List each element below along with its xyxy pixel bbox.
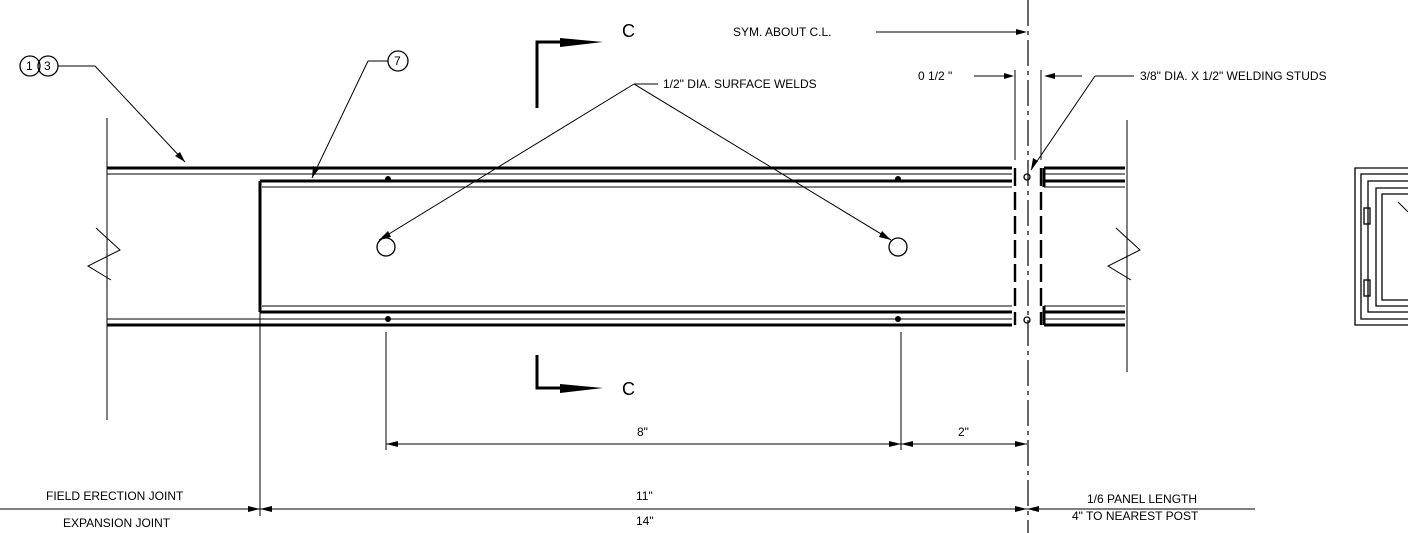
stud-top bbox=[1023, 173, 1031, 181]
gap-half-label: 0 1/2 " bbox=[918, 69, 952, 83]
surface-welds-label: 1/2" DIA. SURFACE WELDS bbox=[663, 77, 817, 91]
surface-weld-right bbox=[888, 237, 908, 257]
welding-studs-label: 3/8" DIA. X 1/2" WELDING STUDS bbox=[1140, 69, 1327, 83]
stud-bottom bbox=[1023, 316, 1031, 324]
dim-11-label: 11" bbox=[636, 489, 653, 503]
dim-2-label: 2" bbox=[958, 425, 969, 439]
section-cut-bottom bbox=[535, 355, 603, 393]
right-rail bbox=[1042, 120, 1128, 372]
section-letter-bottom: C bbox=[622, 379, 635, 399]
splice-sleeve bbox=[258, 179, 1012, 314]
expansion-joint-label: EXPANSION JOINT bbox=[63, 516, 171, 530]
flange-weld-dots bbox=[385, 176, 901, 322]
callout-7-number: 7 bbox=[394, 54, 401, 68]
left-rail bbox=[106, 118, 1012, 420]
section-letter-top: C bbox=[622, 21, 635, 41]
section-cut-top bbox=[535, 38, 603, 108]
field-erection-joint-label: FIELD ERECTION JOINT bbox=[46, 489, 184, 503]
surface-weld-left bbox=[376, 237, 396, 257]
dim-8-label: 8" bbox=[637, 425, 648, 439]
dim-14-label: 14" bbox=[636, 514, 654, 528]
break-line-right bbox=[1106, 227, 1141, 281]
panel-length-label: 1/6 PANEL LENGTH bbox=[1087, 492, 1197, 506]
callout-3-number: 3 bbox=[44, 59, 51, 73]
callout-1-number: 1 bbox=[26, 59, 33, 73]
sym-about-cl-label: SYM. ABOUT C.L. bbox=[733, 25, 831, 39]
callout-1-3: 1 3 bbox=[19, 55, 186, 163]
nearest-post-label: 4" TO NEAREST POST bbox=[1072, 509, 1199, 523]
section-view-partial bbox=[1354, 167, 1408, 326]
break-line-left bbox=[86, 227, 121, 281]
callout-7: 7 bbox=[311, 50, 409, 179]
